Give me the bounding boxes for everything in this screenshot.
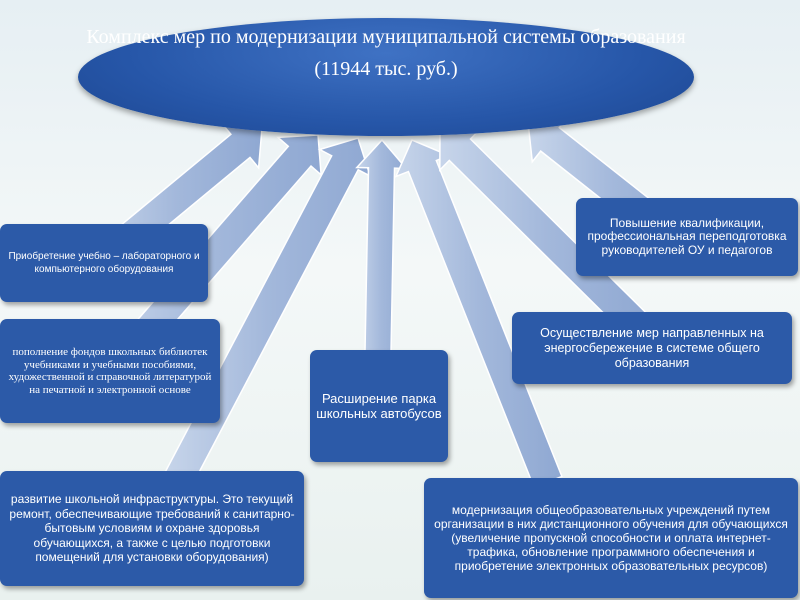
budget-amount: (11944 тыс. руб.) [314, 58, 458, 80]
arrow-group [89, 116, 701, 489]
measure-box-energy: Осуществление мер направленных на энерго… [512, 312, 792, 384]
measure-box-distance: модернизация общеобразовательных учрежде… [424, 478, 798, 598]
measure-box-infrastructure: развитие школьной инфраструктуры. Это те… [0, 471, 304, 586]
measure-infrastructure-text: развитие школьной инфраструктуры. Это те… [9, 492, 295, 565]
measure-distance-text: модернизация общеобразовательных учрежде… [434, 503, 788, 573]
central-ellipse: Комплекс мер по модернизации муниципальн… [78, 18, 694, 136]
measure-buses-text: Расширение парка школьных автобусов [316, 391, 442, 421]
arrow-buses [355, 138, 408, 353]
arrow-distance [394, 139, 563, 489]
measure-library-text: пополнение фондов школьных библиотек уче… [8, 346, 212, 396]
measure-box-buses: Расширение парка школьных автобусов [310, 350, 448, 462]
measure-equipment-text: Приобретение учебно – лабораторного и ко… [8, 251, 200, 275]
measure-energy-text: Осуществление мер направленных на энерго… [540, 325, 764, 370]
diagram-title: Комплекс мер по модернизации муниципальн… [86, 26, 686, 48]
measure-box-library: пополнение фондов школьных библиотек уче… [0, 319, 220, 423]
measure-box-equipment: Приобретение учебно – лабораторного и ко… [0, 224, 208, 302]
measure-box-qualification: Повышение квалификации, профессиональная… [576, 198, 798, 276]
arrow-energy [439, 128, 654, 342]
measure-qualification-text: Повышение квалификации, профессиональная… [587, 215, 787, 257]
